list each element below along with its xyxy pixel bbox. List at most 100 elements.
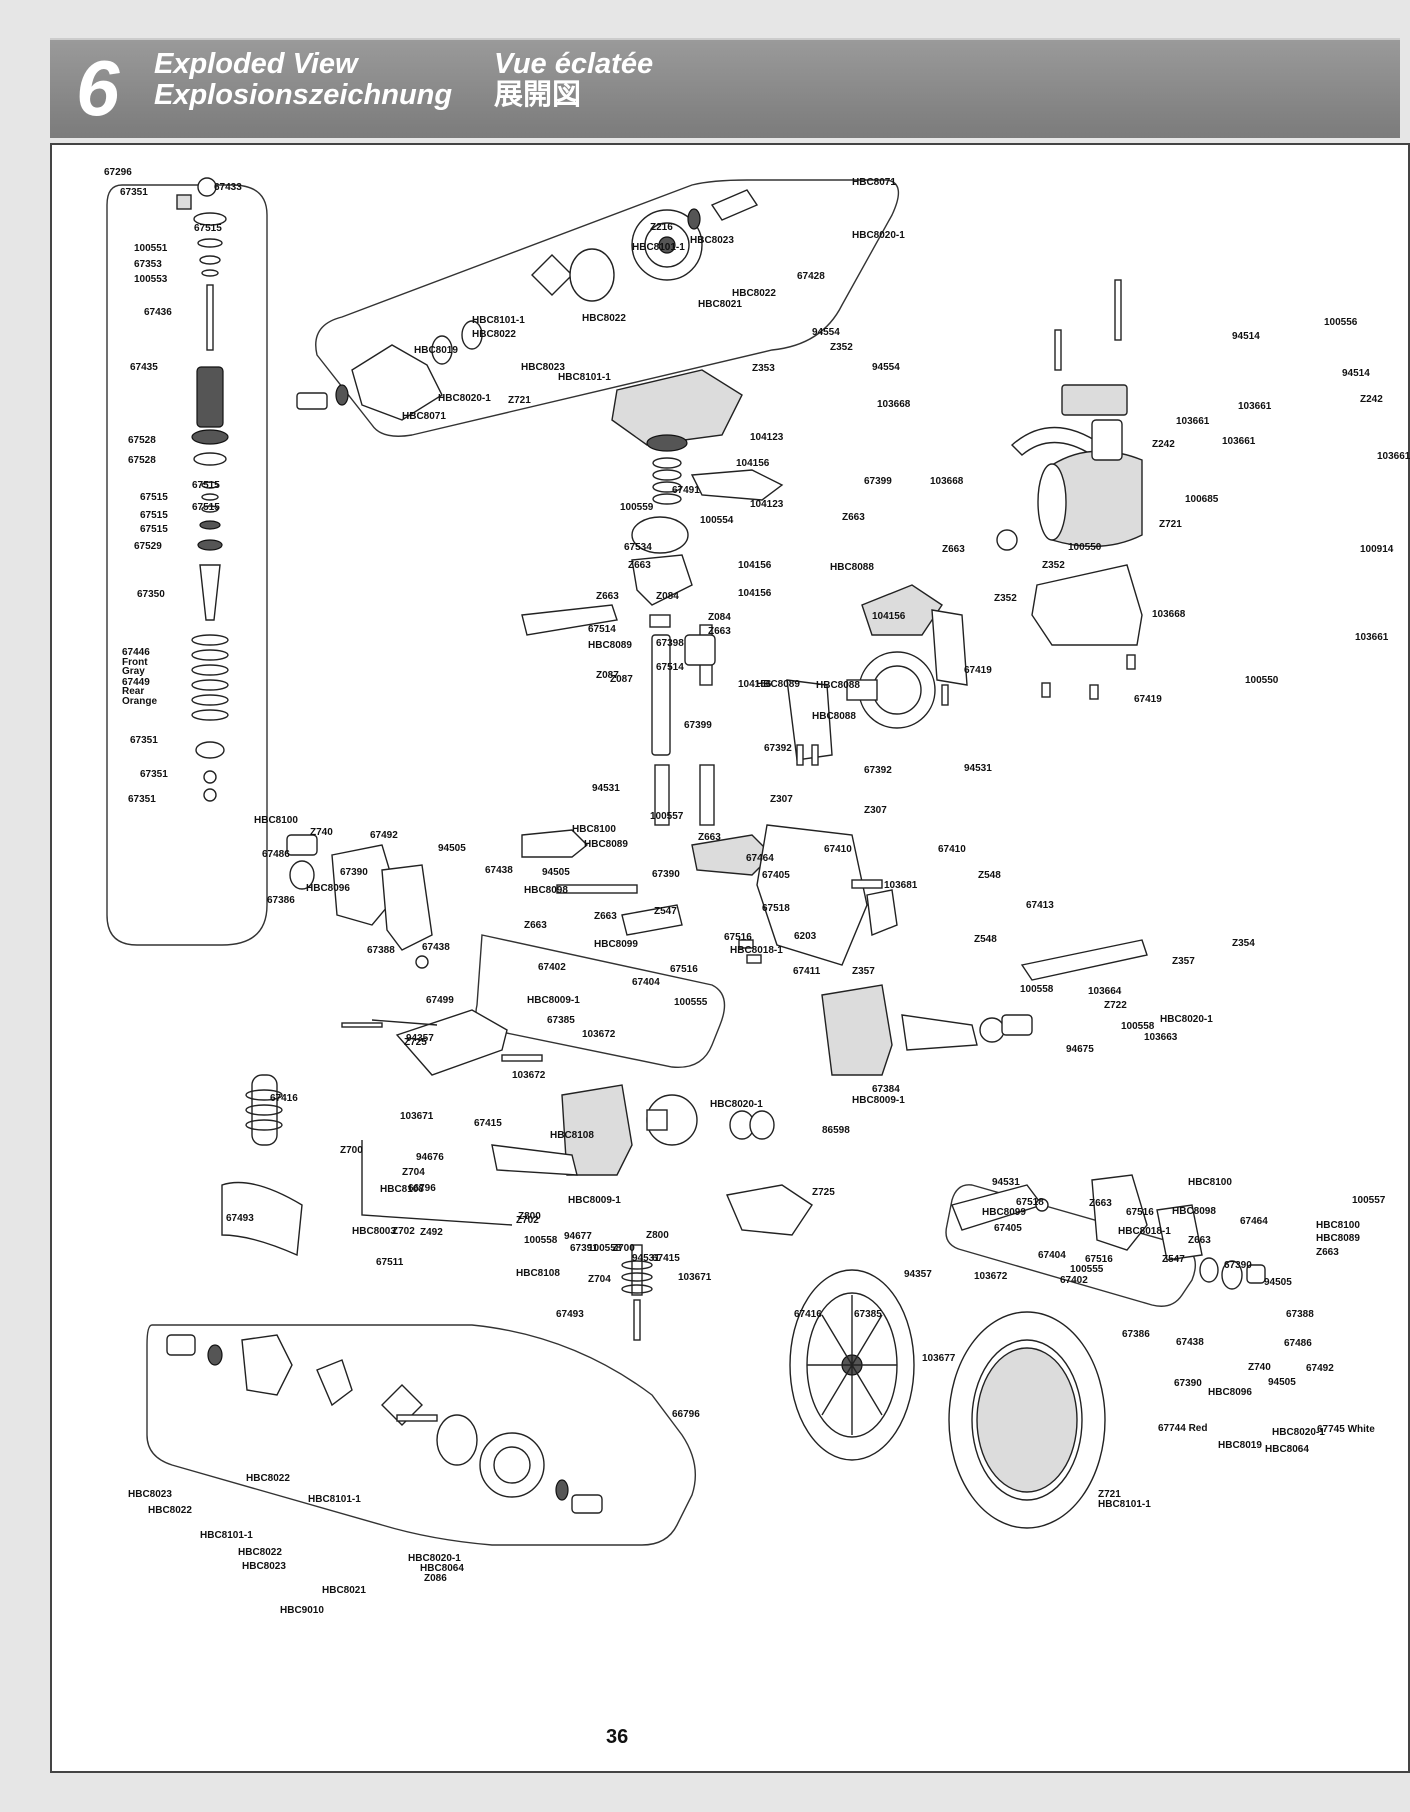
part-label: 103668 bbox=[1152, 609, 1186, 620]
part-label: HBC8018-1 bbox=[730, 945, 783, 956]
front-bulkhead-parts bbox=[521, 369, 784, 826]
part-label: HBC8101-1 bbox=[632, 242, 685, 253]
part-label: HBC8023 bbox=[128, 1489, 172, 1500]
part-label: 67398 bbox=[656, 638, 684, 649]
part-label: 67464 bbox=[1240, 1216, 1268, 1227]
front-suspension-parts bbox=[286, 824, 898, 1076]
part-label: 66796 bbox=[408, 1183, 436, 1194]
part-label: 67518 bbox=[762, 903, 790, 914]
part-label: Z357 bbox=[1172, 956, 1195, 967]
rear-suspension-parts bbox=[951, 1174, 1266, 1290]
part-label: 67404 bbox=[1038, 1250, 1066, 1261]
part-label: 67486 bbox=[262, 849, 290, 860]
part-label: Z352 bbox=[994, 593, 1017, 604]
part-label: 67516 bbox=[1126, 1207, 1154, 1218]
part-label: 67353 bbox=[134, 259, 162, 270]
part-label: Z547 bbox=[654, 906, 677, 917]
part-label: 67404 bbox=[632, 977, 660, 988]
part-label: HBC8088 bbox=[816, 680, 860, 691]
part-label: 100550 bbox=[1245, 675, 1279, 686]
part-label: 67386 bbox=[267, 895, 295, 906]
part-label: HBC8101-1 bbox=[558, 372, 611, 383]
part-label: HBC9010 bbox=[280, 1605, 324, 1616]
part-label: 67515 bbox=[140, 510, 168, 521]
part-label: 67405 bbox=[994, 1223, 1022, 1234]
part-label: Z663 bbox=[842, 512, 865, 523]
part-label: 67534 bbox=[624, 542, 652, 553]
part-label: 67438 bbox=[1176, 1337, 1204, 1348]
part-label: 67514 bbox=[656, 662, 684, 673]
part-label: 103672 bbox=[512, 1070, 546, 1081]
part-label: HBC8101-1 bbox=[1098, 1499, 1151, 1510]
part-label: HBC8023 bbox=[521, 362, 565, 373]
part-label: 103668 bbox=[930, 476, 964, 487]
motor-parts bbox=[996, 279, 1143, 700]
part-label: 100555 bbox=[1070, 1264, 1104, 1275]
part-label: 67486 bbox=[1284, 1338, 1312, 1349]
part-label: Gray bbox=[122, 666, 145, 677]
part-label: Z721 bbox=[508, 395, 531, 406]
part-label: 67416 bbox=[794, 1309, 822, 1320]
part-label: HBC8020-1 bbox=[1160, 1014, 1213, 1025]
part-label: Z307 bbox=[864, 805, 887, 816]
part-label: HBC8101-1 bbox=[200, 1530, 253, 1541]
part-label: 67433 bbox=[214, 182, 242, 193]
part-label: 67384 bbox=[872, 1084, 900, 1095]
part-label: 67514 bbox=[588, 624, 616, 635]
part-label: Z663 bbox=[628, 560, 651, 571]
part-label: 67351 bbox=[128, 794, 156, 805]
part-label: 103661 bbox=[1176, 416, 1210, 427]
part-label: 67515 bbox=[194, 223, 222, 234]
part-label: HBC8020-1 bbox=[408, 1553, 461, 1564]
part-label: HBC8009-1 bbox=[527, 995, 580, 1006]
part-label: 67516 bbox=[670, 964, 698, 975]
title-english: Exploded View bbox=[154, 48, 358, 80]
part-label: 104156 bbox=[738, 679, 772, 690]
part-label: 94554 bbox=[812, 327, 840, 338]
part-label: HBC8100 bbox=[572, 824, 616, 835]
part-label: 67392 bbox=[864, 765, 892, 776]
part-label: 100551 bbox=[134, 243, 168, 254]
part-label: Z242 bbox=[1360, 394, 1383, 405]
part-label: 67399 bbox=[684, 720, 712, 731]
part-label: 103661 bbox=[1377, 451, 1410, 462]
part-label: 103672 bbox=[974, 1271, 1008, 1282]
part-label: HBC8021 bbox=[322, 1585, 366, 1596]
part-label: 100550 bbox=[1068, 542, 1102, 553]
part-label: 100558 bbox=[1121, 1021, 1155, 1032]
part-label: Orange bbox=[122, 696, 157, 707]
part-label: HBC8022 bbox=[472, 329, 516, 340]
part-label: Z216 bbox=[650, 222, 673, 233]
front-diff-parts bbox=[296, 189, 759, 421]
part-label: 100557 bbox=[1352, 1195, 1386, 1206]
part-label: HBC8100 bbox=[1188, 1177, 1232, 1188]
part-label: 103677 bbox=[922, 1353, 956, 1364]
part-label: 67529 bbox=[134, 541, 162, 552]
part-label: Z704 bbox=[402, 1167, 425, 1178]
part-label: 103661 bbox=[1222, 436, 1256, 447]
part-label: Front bbox=[122, 657, 148, 668]
part-label: HBC8108 bbox=[550, 1130, 594, 1141]
part-label: 67390 bbox=[1224, 1260, 1252, 1271]
part-label: HBC8096 bbox=[306, 883, 350, 894]
part-label: 100558 bbox=[524, 1235, 558, 1246]
part-label: Z548 bbox=[974, 934, 997, 945]
part-label: 104156 bbox=[872, 611, 906, 622]
part-label: 67492 bbox=[370, 830, 398, 841]
part-label: Z357 bbox=[852, 966, 875, 977]
part-label: Z492 bbox=[420, 1227, 443, 1238]
center-diff-parts bbox=[786, 584, 968, 766]
part-label: Z700 bbox=[340, 1145, 363, 1156]
part-label: HBC8089 bbox=[584, 839, 628, 850]
part-label: 103672 bbox=[582, 1029, 616, 1040]
part-label: 67415 bbox=[652, 1253, 680, 1264]
part-label: 100556 bbox=[1324, 317, 1358, 328]
part-label: 103661 bbox=[1238, 401, 1272, 412]
part-label: HBC8022 bbox=[246, 1473, 290, 1484]
part-label: 67515 bbox=[192, 502, 220, 513]
part-label: 100914 bbox=[1360, 544, 1394, 555]
part-label: 94531 bbox=[992, 1177, 1020, 1188]
part-label: 67419 bbox=[964, 665, 992, 676]
title-german: Explosionszeichnung bbox=[154, 79, 453, 111]
